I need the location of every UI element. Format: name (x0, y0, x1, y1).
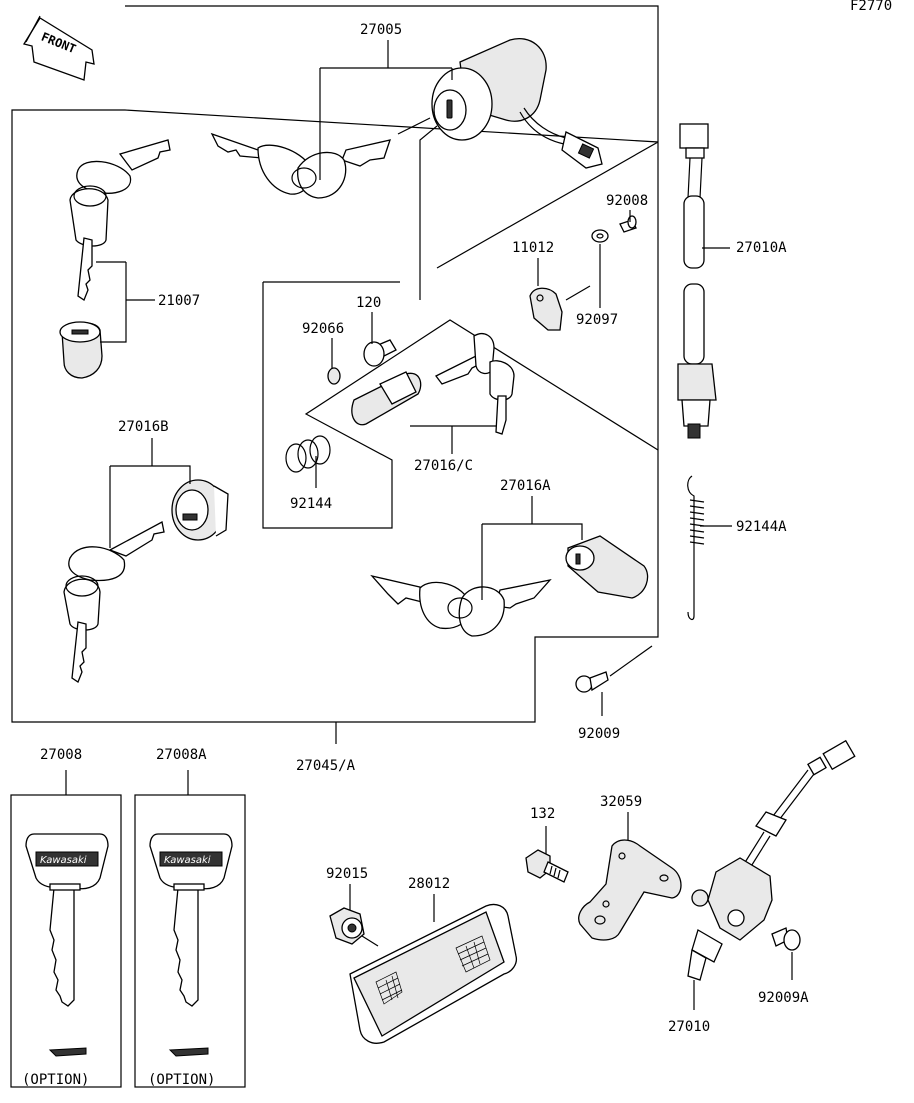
assembly-outline-27045 (11, 5, 659, 723)
key-pair-27005 (210, 132, 391, 199)
label-27016A: 27016A (500, 478, 551, 494)
label-32059: 32059 (600, 794, 642, 810)
label-21007: 21007 (158, 293, 200, 309)
figure-code: F2770 (850, 0, 892, 14)
key-set-21007 (59, 139, 171, 379)
label-92144A: 92144A (736, 519, 787, 535)
screw-92009 (575, 645, 653, 693)
label-27005: 27005 (360, 22, 402, 38)
spring-92144A (687, 475, 705, 621)
option-label-27008A: (OPTION) (148, 1072, 215, 1088)
key-27008: Kawasaki (25, 833, 109, 1057)
screw-92009A (771, 927, 801, 951)
ignition-switch-27005 (397, 38, 603, 300)
label-27016B: 27016B (118, 419, 169, 435)
label-92009A: 92009A (758, 990, 809, 1006)
label-27008: 27008 (40, 747, 82, 763)
key-27008A: Kawasaki (149, 833, 233, 1057)
bracket-32059 (578, 839, 682, 941)
grommet-92015 (329, 907, 379, 947)
front-arrow-icon: FRONT (22, 15, 95, 81)
part-labels: 27005 21007 92066 120 92008 11012 92097 … (40, 22, 809, 1035)
switch-27010 (687, 739, 856, 981)
reflector-28012 (349, 903, 518, 1044)
label-92097: 92097 (576, 312, 618, 328)
label-11012: 11012 (512, 240, 554, 256)
label-27010: 27010 (668, 1019, 710, 1035)
label-92144: 92144 (290, 496, 332, 512)
lock-set-27016A (370, 535, 649, 637)
label-28012: 28012 (408, 876, 450, 892)
cylinder-27016C (285, 333, 515, 473)
label-92015: 92015 (326, 866, 368, 882)
label-27008A: 27008A (156, 747, 207, 763)
bolt-132 (525, 849, 569, 883)
lock-set-27016B (63, 479, 229, 683)
key-box-27008A (134, 794, 246, 1088)
leader-lines (65, 40, 793, 1010)
option-label-27008: (OPTION) (22, 1072, 89, 1088)
label-92066: 92066 (302, 321, 344, 337)
key-brand-logo: Kawasaki (164, 855, 211, 866)
label-120: 120 (356, 295, 381, 311)
label-27010A: 27010A (736, 240, 787, 256)
label-92009: 92009 (578, 726, 620, 742)
label-132: 132 (530, 806, 555, 822)
label-92008: 92008 (606, 193, 648, 209)
key-brand-logo: Kawasaki (40, 855, 87, 866)
bracket-11012 (529, 215, 637, 331)
label-27016C: 27016/C (414, 458, 473, 474)
switch-27010A (677, 123, 717, 439)
label-27045A: 27045/A (296, 758, 356, 774)
subassembly-outline-27016C (262, 281, 659, 529)
